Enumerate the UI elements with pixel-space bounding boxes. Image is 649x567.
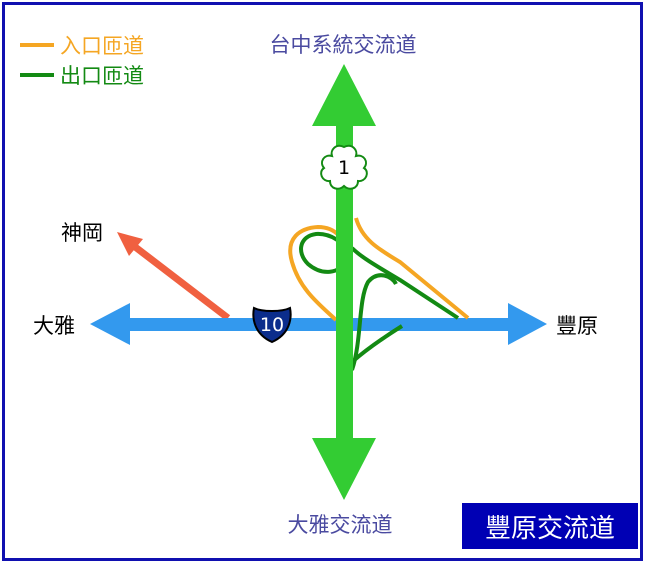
freeway-10-number: 10 [260,314,284,336]
diagram-frame [2,2,643,561]
freeway-10-east-arrowhead [508,303,547,345]
freeway-10-line [120,318,520,331]
legend-entrance-label: 入口匝道 [60,34,144,58]
freeway-1-south-arrowhead [312,438,376,500]
freeway-10-shield-icon: 10 [252,306,292,344]
legend-exit-swatch [20,73,54,77]
freeway-1-shield-icon: 1 [320,144,368,190]
freeway-1-north-arrowhead [312,64,376,126]
label-east: 豐原 [556,314,598,338]
legend-exit-label: 出口匝道 [60,64,144,88]
label-north: 台中系統交流道 [270,33,417,57]
shenkang-road-arrowhead [117,232,143,256]
legend-exit: 出口匝道 [20,63,144,88]
freeway-1-line [336,105,353,460]
interchange-title: 豐原交流道 [462,503,638,549]
entrance-ramp-diagonal [354,217,470,320]
label-northwest: 神岡 [61,221,103,245]
exit-ramp-curve [350,273,398,371]
freeway-10-west-arrowhead [90,303,130,345]
label-south: 大雅交流道 [288,513,393,537]
freeway-1-number: 1 [338,157,350,179]
label-west: 大雅 [33,314,75,338]
legend-entrance-swatch [20,43,54,47]
exit-ramp-diagonal [350,246,460,320]
legend-entrance: 入口匝道 [20,33,144,58]
exit-ramp-return [350,324,404,364]
shenkang-road-line [127,240,231,321]
